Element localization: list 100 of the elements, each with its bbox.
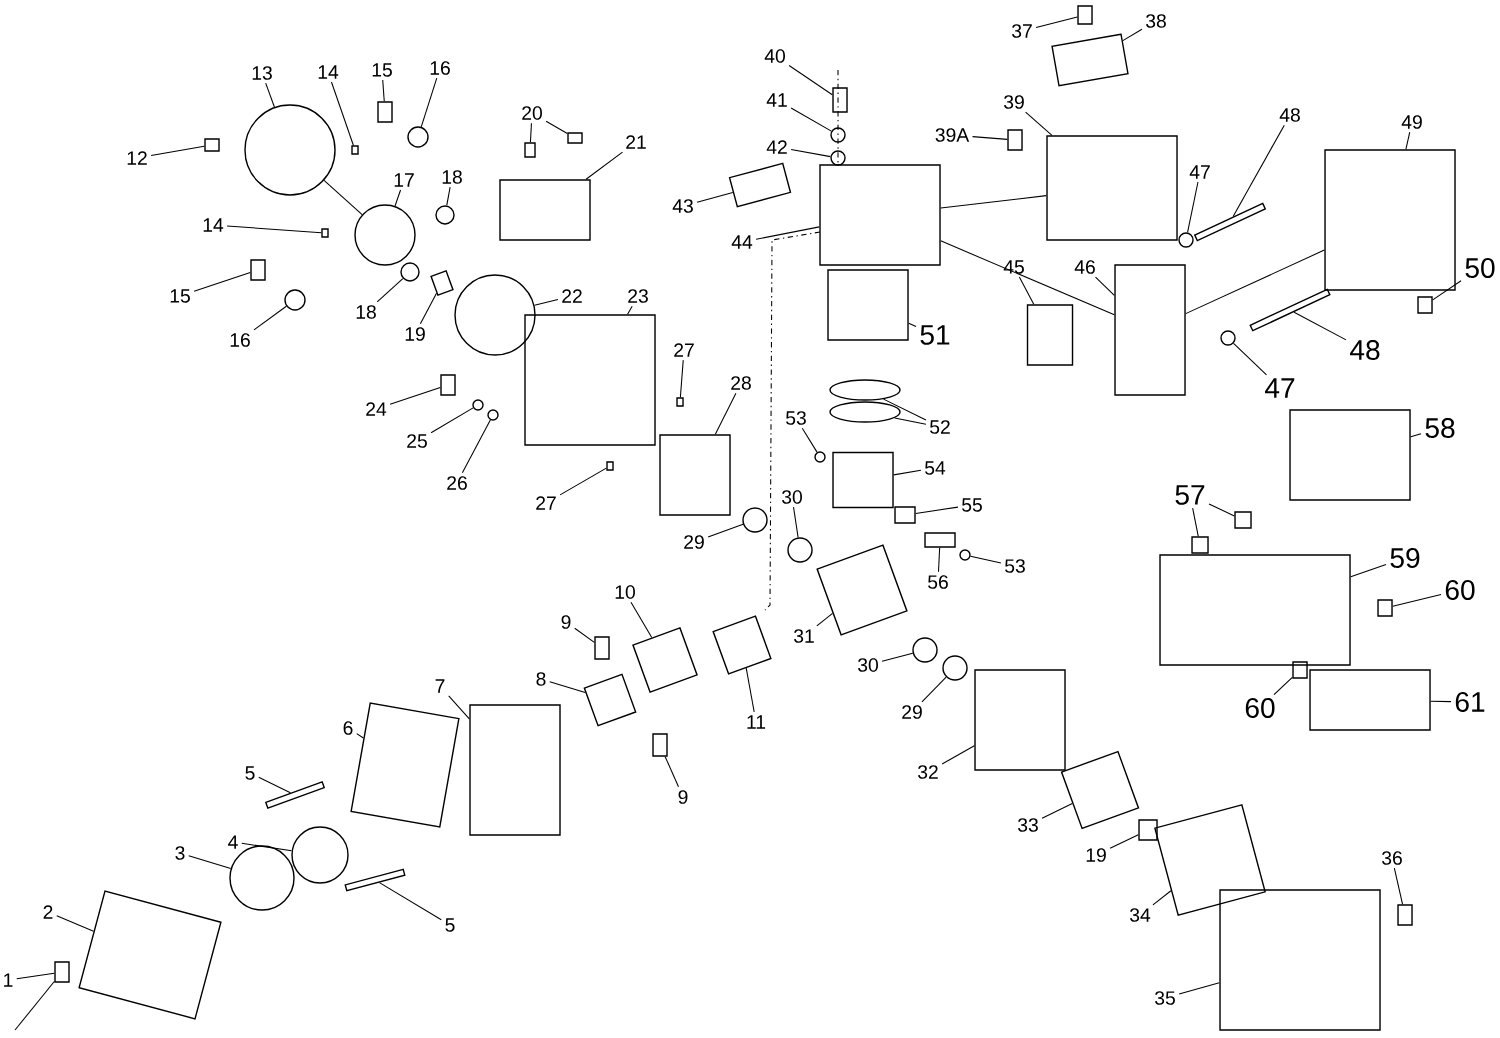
- leader-line: [356, 733, 364, 739]
- callout-number: 35: [1155, 991, 1175, 1005]
- callout-number: 27: [536, 496, 556, 510]
- leader-line: [193, 272, 251, 292]
- leader-line: [529, 122, 532, 143]
- callout-number: 53: [1005, 559, 1025, 573]
- assembly-line: [940, 195, 1047, 209]
- part-drawing: [832, 451, 894, 509]
- callout-number: 1: [4, 973, 13, 987]
- leader-line: [883, 398, 927, 421]
- part-drawing: [728, 162, 792, 208]
- callout-number: 28: [731, 376, 751, 390]
- leader-line: [1393, 867, 1404, 905]
- part-drawing: [830, 150, 846, 166]
- leader-line: [559, 467, 607, 496]
- callout-number: 21: [626, 135, 646, 149]
- leader-line: [714, 392, 737, 435]
- part-drawing: [524, 314, 656, 446]
- part-drawing: [351, 145, 359, 155]
- leader-line: [1432, 280, 1462, 301]
- part-drawing: [78, 890, 222, 1020]
- leader-line: [1025, 111, 1053, 136]
- callout-number: 27: [674, 343, 694, 357]
- callout-number: 45: [1003, 260, 1024, 274]
- callout-number: 7: [435, 679, 445, 693]
- leader-line: [1232, 124, 1285, 217]
- leader-line: [1018, 276, 1035, 305]
- part-drawing: [291, 826, 349, 884]
- leader-line: [382, 79, 385, 102]
- part-drawing: [1178, 232, 1194, 248]
- leader-line: [446, 186, 451, 206]
- part-drawing: [959, 549, 971, 561]
- leader-line: [1273, 676, 1293, 696]
- callout-number: 61: [1455, 692, 1485, 712]
- leader-line: [1392, 594, 1442, 607]
- part-drawing: [912, 637, 938, 663]
- callout-number: 26: [447, 476, 467, 490]
- leader-line: [1109, 834, 1139, 849]
- leader-line: [430, 407, 474, 434]
- part-drawing: [1154, 804, 1266, 916]
- part-drawing: [829, 401, 901, 423]
- leader-line: [627, 305, 633, 315]
- callout-number: 19: [405, 327, 425, 341]
- part-drawing: [469, 704, 561, 836]
- leader-line: [574, 627, 595, 643]
- callout-number: 47: [1189, 165, 1210, 179]
- leader-line: [461, 419, 491, 474]
- part-drawing: [244, 104, 336, 196]
- callout-number: 12: [127, 151, 147, 165]
- leader-line: [893, 469, 922, 476]
- part-drawing: [524, 142, 536, 158]
- leader-line: [801, 427, 818, 453]
- part-drawing: [1191, 536, 1209, 554]
- leader-line: [549, 681, 586, 693]
- part-drawing: [606, 461, 614, 471]
- leader-line: [630, 601, 653, 638]
- callout-number: 37: [1012, 24, 1032, 38]
- callout-number: 3: [175, 846, 185, 860]
- leader-line: [881, 652, 914, 662]
- leader-line: [908, 322, 917, 328]
- leader-line: [14, 981, 55, 1031]
- part-drawing: [816, 544, 908, 636]
- assembly-line: [1185, 249, 1325, 315]
- callout-number: 18: [356, 305, 376, 319]
- leader-line: [394, 189, 402, 207]
- part-drawing: [924, 532, 956, 548]
- callout-number: 29: [902, 705, 922, 719]
- callout-number: 40: [764, 49, 785, 63]
- leader-line: [1095, 276, 1115, 296]
- part-drawing: [499, 179, 591, 241]
- callout-number: 29: [684, 535, 704, 549]
- part-drawing: [1220, 330, 1236, 346]
- callout-number: 49: [1401, 115, 1422, 129]
- callout-number: 30: [782, 490, 802, 504]
- callout-number: 41: [766, 93, 787, 107]
- callout-number: 6: [343, 721, 353, 735]
- leader-line: [376, 278, 404, 303]
- leader-line: [389, 387, 441, 405]
- part-drawing: [1249, 288, 1331, 332]
- callout-number: 9: [561, 615, 571, 629]
- part-drawing: [284, 289, 306, 311]
- callout-number: 30: [858, 658, 878, 672]
- part-drawing: [652, 733, 668, 757]
- leader-line: [534, 298, 559, 306]
- callout-number: 46: [1074, 260, 1095, 274]
- leader-line: [921, 676, 947, 703]
- part-drawing: [1219, 889, 1381, 1031]
- callout-number: 17: [394, 173, 414, 187]
- leader-line: [970, 555, 1002, 564]
- callout-number: 5: [445, 918, 455, 932]
- callout-number: 56: [928, 575, 948, 589]
- leader-line: [1152, 890, 1172, 906]
- part-drawing: [204, 138, 220, 152]
- part-drawing: [974, 669, 1066, 771]
- leader-line: [56, 915, 95, 932]
- callout-number: 20: [522, 106, 542, 120]
- part-drawing: [54, 961, 70, 983]
- part-drawing: [832, 87, 848, 113]
- part-drawing: [676, 397, 684, 407]
- leader-line: [816, 612, 834, 627]
